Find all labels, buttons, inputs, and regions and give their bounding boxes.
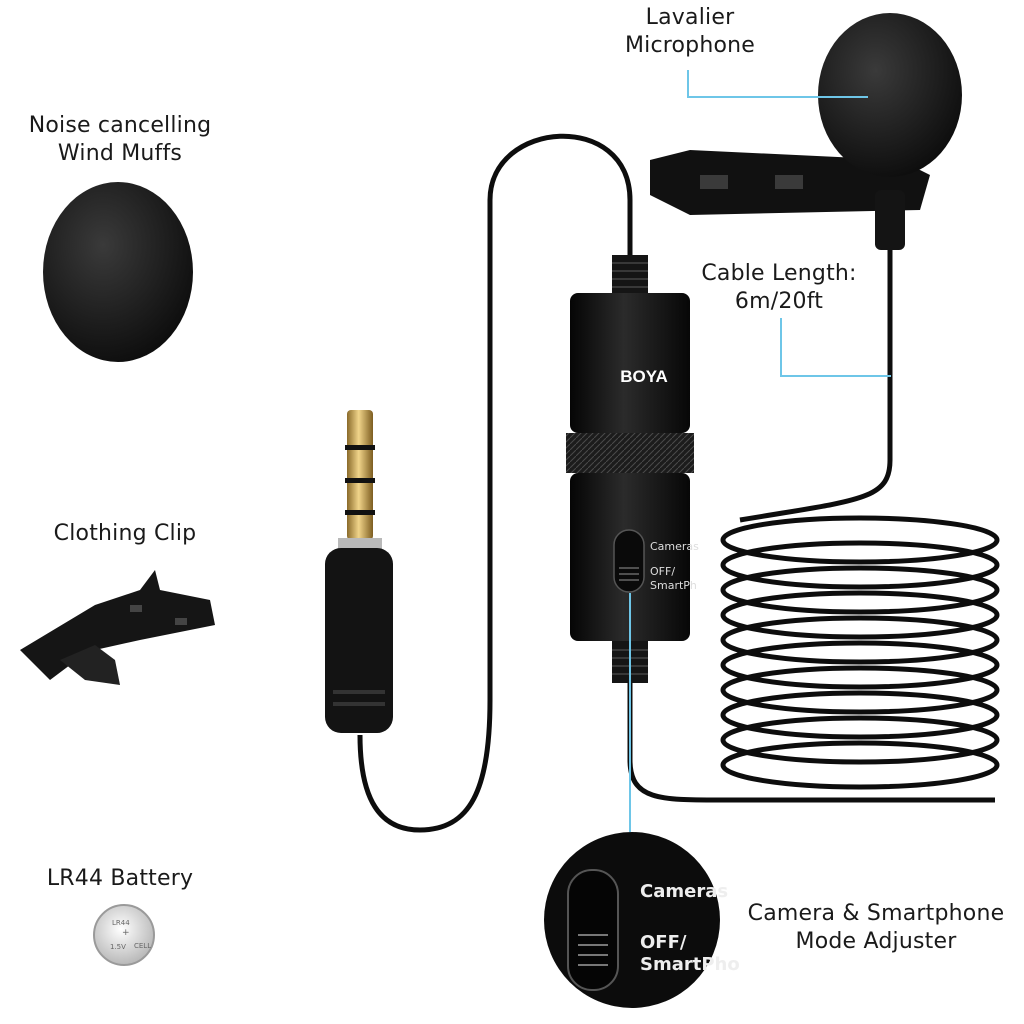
label-cable-length: Cable Length: 6m/20ft xyxy=(701,261,857,314)
clothing-clip xyxy=(20,570,215,685)
audio-jack xyxy=(325,410,393,733)
coiled-cable xyxy=(720,515,1000,790)
svg-text:LR44: LR44 xyxy=(112,919,130,927)
brand-text: BOYA xyxy=(620,367,668,386)
lr44-battery: LR44 + 1.5V CELL xyxy=(93,904,155,966)
mic-cable xyxy=(739,250,893,523)
label-lavalier-microphone: Lavalier Microphone xyxy=(624,5,756,58)
callout-cable xyxy=(780,318,891,377)
svg-text:Cameras: Cameras xyxy=(640,881,728,902)
svg-text:CELL: CELL xyxy=(134,942,151,950)
svg-text:1.5V: 1.5V xyxy=(110,943,126,951)
callout-lines xyxy=(629,70,891,832)
svg-text:OFF/: OFF/ xyxy=(650,565,675,578)
inline-module: BOYA Cameras OFF/ SmartPh xyxy=(566,255,699,683)
wind-muff xyxy=(43,182,193,362)
svg-text:+: + xyxy=(122,928,130,938)
svg-text:Cameras: Cameras xyxy=(650,540,699,553)
lavalier-mic xyxy=(650,13,962,250)
callout-lavalier xyxy=(687,70,868,98)
svg-text:OFF/: OFF/ xyxy=(640,932,687,953)
label-battery: LR44 Battery xyxy=(46,866,194,891)
svg-text:SmartPh: SmartPh xyxy=(650,579,697,592)
label-wind-muffs: Noise cancelling Wind Muffs xyxy=(28,113,212,166)
switch-zoom: Cameras OFF/ SmartPho xyxy=(544,832,740,1008)
cable-loop xyxy=(357,133,633,833)
label-mode-adjuster: Camera & Smartphone Mode Adjuster xyxy=(747,901,1005,954)
svg-text:SmartPho: SmartPho xyxy=(640,954,740,975)
label-clothing-clip: Clothing Clip xyxy=(53,521,197,546)
